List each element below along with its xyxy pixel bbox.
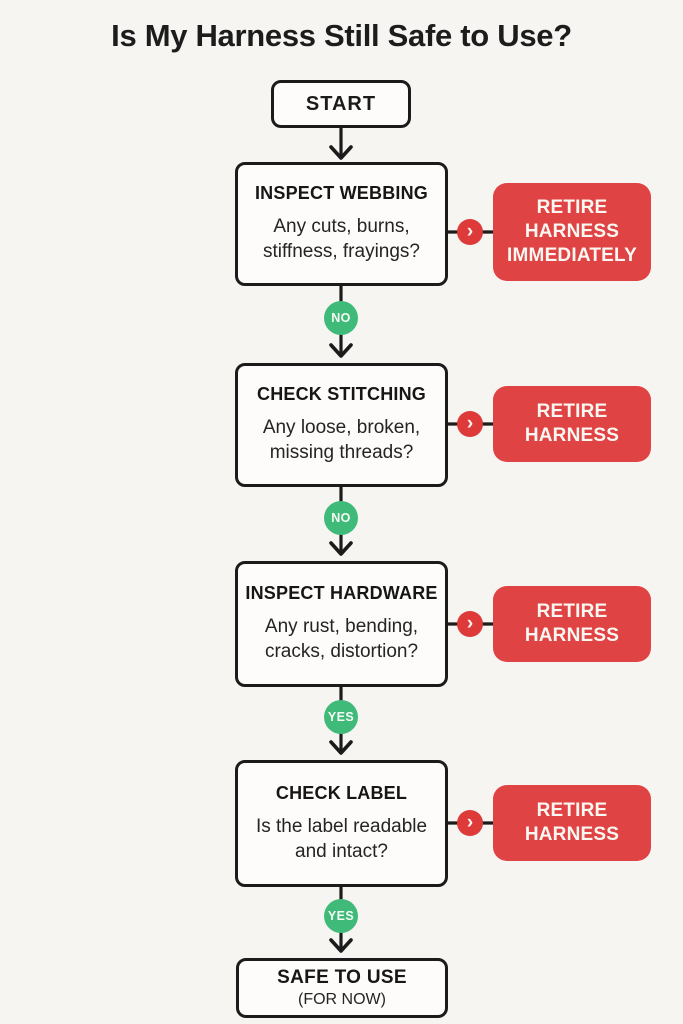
chevron-right-icon: › [466, 412, 474, 434]
badge-label: NO [331, 511, 351, 525]
end-subheader: (FOR NOW) [298, 991, 386, 1008]
action-label: RETIRE HARNESS IMMEDIATELY [507, 196, 637, 267]
end-node-safe-to-use: SAFE TO USE (FOR NOW) [236, 958, 448, 1018]
decision-node-inspect-hardware: INSPECT HARDWARE Any rust, bending, crac… [235, 561, 448, 687]
badge-label: YES [327, 909, 355, 923]
decision-node-check-label: CHECK LABEL Is the label readable and in… [235, 760, 448, 887]
decision-question: Any loose, broken, missing threads? [262, 417, 421, 463]
branch-chevron-circle: › [457, 810, 483, 836]
decision-question: Any cuts, burns, stiffness, frayings? [262, 216, 420, 262]
decision-node-check-stitching: CHECK STITCHING Any loose, broken, missi… [235, 363, 448, 487]
page-title: Is My Harness Still Safe to Use? [111, 18, 572, 53]
action-label: RETIRE HARNESS [524, 600, 620, 646]
branch-badge-yes: YES [324, 700, 358, 734]
decision-header: INSPECT HARDWARE [245, 583, 438, 604]
arrowhead [329, 145, 353, 160]
arrowhead [329, 343, 353, 358]
branch-badge-no: NO [324, 301, 358, 335]
end-header: SAFE TO USE [277, 967, 407, 988]
chevron-right-icon: › [466, 612, 474, 634]
decision-node-inspect-webbing: INSPECT WEBBING Any cuts, burns, stiffne… [235, 162, 448, 286]
branch-chevron-circle: › [457, 611, 483, 637]
branch-badge-no: NO [324, 501, 358, 535]
badge-label: NO [331, 311, 351, 325]
chevron-right-icon: › [466, 811, 474, 833]
decision-header: CHECK STITCHING [257, 384, 426, 405]
arrowhead [329, 740, 353, 755]
start-label: START [305, 92, 377, 115]
chevron-right-icon: › [466, 220, 474, 242]
action-node-retire-harness: RETIRE HARNESS [493, 586, 651, 662]
action-node-retire-immediately: RETIRE HARNESS IMMEDIATELY [493, 183, 651, 281]
branch-badge-yes: YES [324, 899, 358, 933]
arrowhead [329, 938, 353, 953]
decision-question: Any rust, bending, cracks, distortion? [264, 616, 419, 662]
decision-header: CHECK LABEL [275, 782, 408, 803]
decision-question: Is the label readable and intact? [255, 815, 428, 862]
start-node: START [271, 80, 411, 128]
decision-header: INSPECT WEBBING [254, 183, 428, 204]
action-node-retire-harness: RETIRE HARNESS [493, 785, 651, 861]
action-node-retire-harness: RETIRE HARNESS [493, 386, 651, 462]
arrowhead [329, 541, 353, 556]
branch-chevron-circle: › [457, 219, 483, 245]
action-label: RETIRE HARNESS [524, 799, 620, 845]
action-label: RETIRE HARNESS [524, 400, 620, 446]
badge-label: YES [327, 710, 355, 724]
branch-chevron-circle: › [457, 411, 483, 437]
